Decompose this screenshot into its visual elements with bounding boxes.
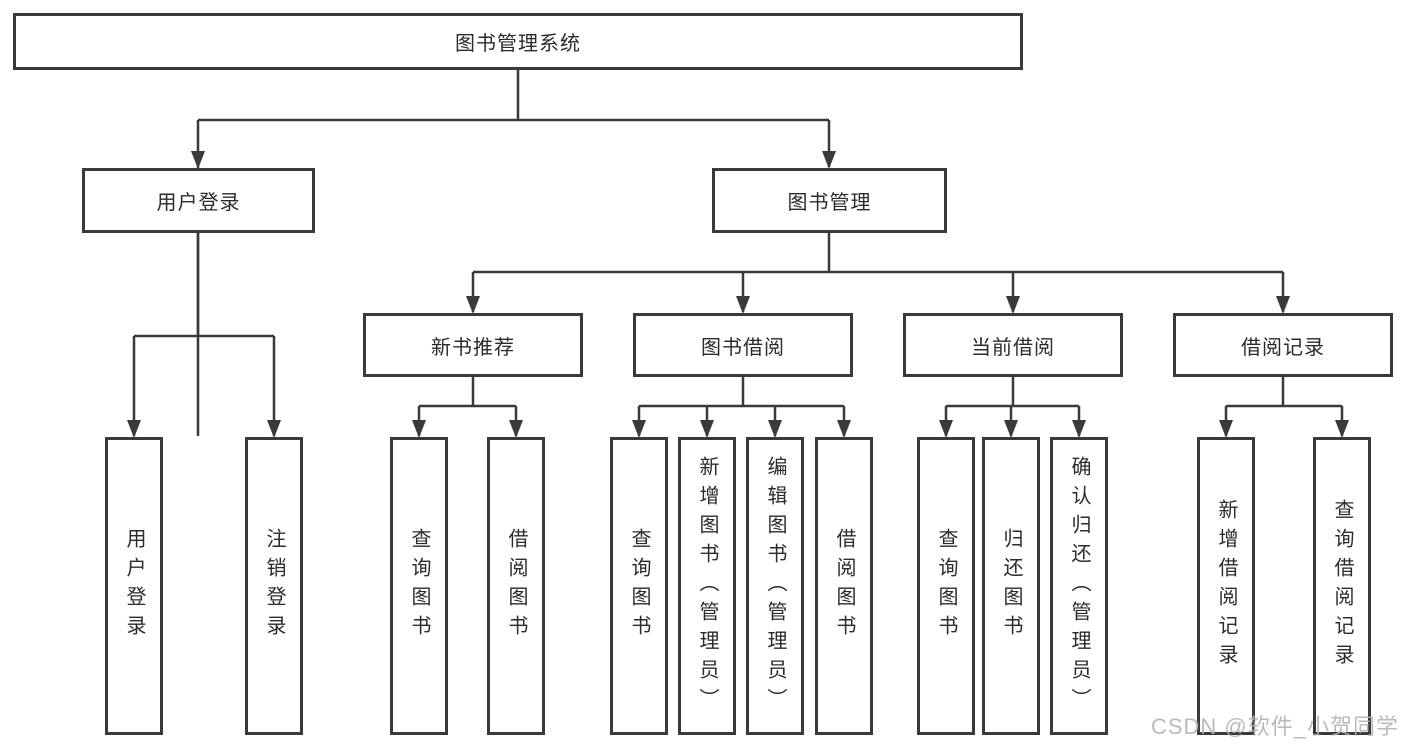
arrow-down-icon (822, 151, 836, 169)
leaf-user-login: 用户登录 (105, 437, 163, 735)
node-current-borrow: 当前借阅 (903, 313, 1123, 377)
arrow-down-icon (191, 151, 205, 169)
arrow-down-icon (939, 420, 953, 438)
leaf-edit-books-admin: 编辑图书（管理员） (746, 437, 804, 735)
leaf-return-books: 归还图书 (982, 437, 1040, 735)
arrow-down-icon (700, 420, 714, 438)
node-label: 查询借阅记录 (1331, 499, 1353, 673)
node-label: 查询图书 (628, 528, 650, 644)
arrow-down-icon (466, 296, 480, 314)
node-label: 新增图书（管理员） (696, 455, 718, 717)
node-label: 当前借阅 (971, 336, 1055, 359)
connector-line (637, 377, 846, 436)
connector-line (196, 70, 831, 436)
node-borrow-record: 借阅记录 (1173, 313, 1393, 377)
arrow-down-icon (837, 420, 851, 438)
node-label: 借阅记录 (1241, 336, 1325, 359)
node-label: 图书管理 (787, 192, 872, 214)
node-root-system: 图书管理系统 (13, 13, 1023, 70)
node-user-login: 用户登录 (82, 168, 315, 233)
connector-bookmgmt-to-level3 (471, 233, 1285, 312)
leaf-query-borrow-record: 查询借阅记录 (1313, 437, 1371, 735)
arrow-down-icon (1004, 420, 1018, 438)
arrow-down-icon (412, 420, 426, 438)
leaf-logout: 注销登录 (245, 437, 303, 735)
leaf-borrow-books-rec: 借阅图书 (487, 437, 545, 735)
node-label: 新书推荐 (431, 336, 515, 359)
node-new-book-recommend: 新书推荐 (363, 313, 583, 377)
arrow-down-icon (267, 420, 281, 438)
connector-line (417, 377, 518, 436)
node-label: 借阅图书 (833, 528, 855, 644)
node-label: 查询图书 (408, 528, 430, 644)
node-label: 编辑图书（管理员） (764, 455, 786, 717)
leaf-confirm-return-admin: 确认归还（管理员） (1050, 437, 1108, 735)
arrowheads (127, 151, 1349, 438)
node-label: 用户登录 (123, 528, 145, 644)
connector-newbookrec-to-leaves (417, 377, 518, 436)
connector-line (471, 233, 1285, 312)
node-label: 图书借阅 (701, 336, 785, 359)
leaf-add-borrow-record: 新增借阅记录 (1197, 437, 1255, 735)
node-label: 图书管理系统 (455, 33, 581, 55)
csdn-watermark: CSDN @软件_小贺同学 (1150, 714, 1399, 739)
leaf-add-books-admin: 新增图书（管理员） (678, 437, 736, 735)
arrow-down-icon (1072, 420, 1086, 438)
connector-borrowrecord-to-leaves (1224, 377, 1344, 436)
arrow-down-icon (632, 420, 646, 438)
arrow-down-icon (127, 420, 141, 438)
node-label: 用户登录 (156, 192, 241, 214)
node-label: 注销登录 (263, 528, 285, 644)
arrow-down-icon (1219, 420, 1233, 438)
leaf-borrow-books: 借阅图书 (815, 437, 873, 735)
connector-line (1224, 377, 1344, 436)
arrow-down-icon (1276, 296, 1290, 314)
node-label: 新增借阅记录 (1215, 499, 1237, 673)
arrow-down-icon (1006, 296, 1020, 314)
arrow-down-icon (1335, 420, 1349, 438)
node-label: 归还图书 (1000, 528, 1022, 644)
connector-bookborrow-to-leaves (637, 377, 846, 436)
arrow-down-icon (736, 296, 750, 314)
node-book-management: 图书管理 (712, 168, 947, 233)
connector-root-to-level2 (196, 70, 831, 436)
leaf-query-books-current: 查询图书 (917, 437, 975, 735)
leaf-query-books-borrow: 查询图书 (610, 437, 668, 735)
leaf-query-books-rec: 查询图书 (390, 437, 448, 735)
arrow-down-icon (768, 420, 782, 438)
connector-line (132, 233, 276, 436)
node-label: 查询图书 (935, 528, 957, 644)
arrow-down-icon (509, 420, 523, 438)
connector-userlogin-to-leaves (132, 233, 276, 436)
node-label: 借阅图书 (505, 528, 527, 644)
node-book-borrow: 图书借阅 (633, 313, 853, 377)
node-label: 确认归还（管理员） (1068, 455, 1090, 717)
